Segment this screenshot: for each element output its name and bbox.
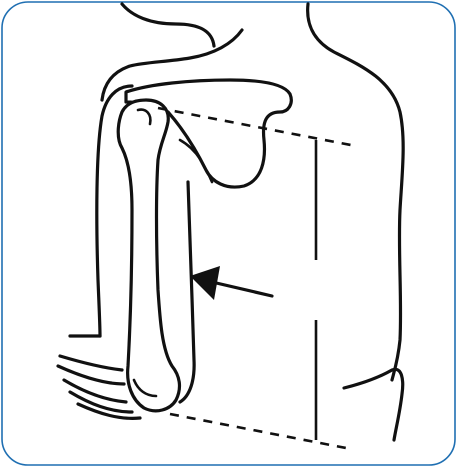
bottom-measure-line (170, 414, 346, 448)
arrow-icon (190, 266, 272, 300)
humerus (118, 100, 179, 411)
